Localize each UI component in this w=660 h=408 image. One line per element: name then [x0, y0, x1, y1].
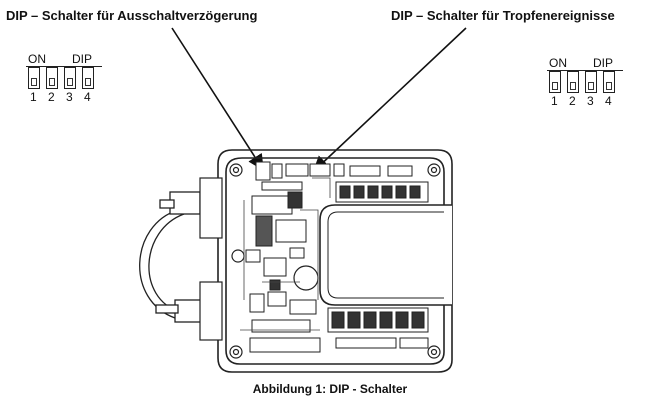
- terminal-row-bottom: [327, 307, 429, 349]
- dip-top-line: [26, 66, 102, 67]
- dip-number-4: 4: [84, 90, 91, 104]
- pointer-arrow-right: [312, 27, 467, 173]
- pointer-arrow-left: [171, 27, 264, 171]
- dip-switch-2: [46, 67, 58, 89]
- dip-switch-right: ON DIP 1 2 3 4: [547, 56, 627, 116]
- dip-number-4: 4: [605, 94, 612, 108]
- pcb-center-components: [245, 191, 321, 353]
- dip-switch-4: [82, 67, 94, 89]
- pcb-top-components: [255, 161, 413, 191]
- dip-switch-delay-label: DIP – Schalter für Ausschaltverzögerung: [6, 8, 258, 23]
- dip-switch-left: ON DIP 1 2 3 4: [26, 52, 106, 112]
- mounting-holes: [229, 163, 441, 359]
- dip-on-label: ON: [28, 52, 46, 66]
- dip-number-1: 1: [551, 94, 558, 108]
- dip-switch-2: [567, 71, 579, 93]
- terminal-row-top: [335, 181, 429, 203]
- dip-number-3: 3: [587, 94, 594, 108]
- dip-switch-4: [603, 71, 615, 93]
- dip-number-2: 2: [48, 90, 55, 104]
- dip-number-1: 1: [30, 90, 37, 104]
- dip-label: DIP: [72, 52, 93, 66]
- figure-caption: Abbildung 1: DIP - Schalter: [252, 382, 408, 396]
- side-connector: [199, 177, 223, 341]
- slot-cutout: [319, 204, 452, 306]
- dip-number-3: 3: [66, 90, 73, 104]
- dip-switch-drop-events-label: DIP – Schalter für Tropfenereignisse: [391, 8, 615, 23]
- dip-top-line: [547, 70, 623, 71]
- dip-label: DIP: [593, 56, 614, 70]
- housing-outline: [217, 149, 453, 373]
- dip-switch-1: [28, 67, 40, 89]
- dip-switch-3: [64, 67, 76, 89]
- dip-switch-3: [585, 71, 597, 93]
- dip-number-2: 2: [569, 94, 576, 108]
- pcb-traces: [240, 177, 331, 331]
- cable-loop: [139, 191, 204, 323]
- dip-on-label: ON: [549, 56, 567, 70]
- dip-switch-1: [549, 71, 561, 93]
